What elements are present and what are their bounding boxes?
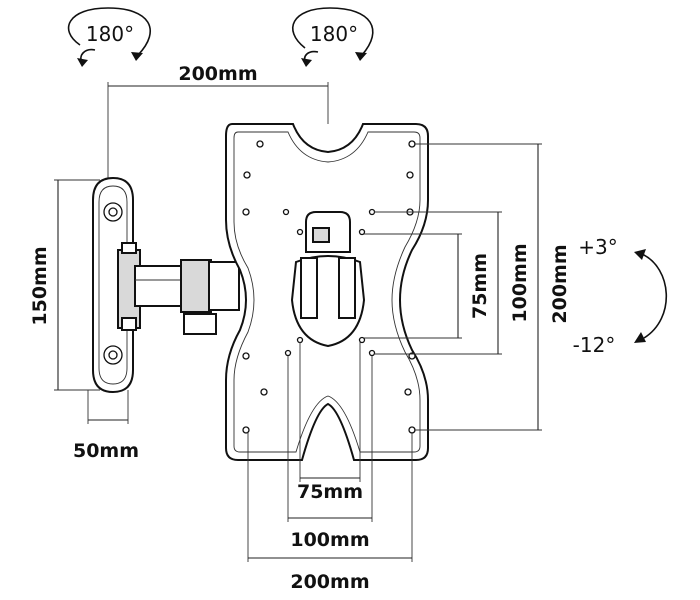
swivel-angle-left: 180° <box>86 22 134 46</box>
vesa-horizontal-100-dimension: 100mm <box>287 356 373 551</box>
tilt-down-angle: -12° <box>573 333 616 357</box>
vesa-vertical-100-dimension: 100mm <box>374 211 531 355</box>
vesa-horizontal-200-dimension: 200mm <box>247 432 413 593</box>
swivel-indicator-left: 180° <box>67 7 151 67</box>
arm-extension-dimension: 200mm <box>107 63 329 182</box>
vesa-vertical-100-label: 100mm <box>509 243 531 322</box>
vesa-plate <box>225 123 429 461</box>
vesa-vertical-200-label: 200mm <box>549 244 571 323</box>
vesa-horizontal-75-label: 75mm <box>297 481 363 503</box>
swivel-arm <box>117 242 240 335</box>
wall-plate-height-label: 150mm <box>29 246 51 325</box>
tilt-indicator: +3° -12° <box>573 235 668 357</box>
wall-plate-width-label: 50mm <box>73 440 139 462</box>
vesa-horizontal-200-label: 200mm <box>290 571 369 593</box>
vesa-horizontal-75-dimension: 75mm <box>297 342 363 503</box>
vesa-vertical-75-label: 75mm <box>469 253 491 319</box>
vesa-vertical-75-dimension: 75mm <box>364 233 491 339</box>
wall-plate-width-dimension: 50mm <box>73 390 139 462</box>
swivel-angle-right: 180° <box>310 22 358 46</box>
wall-plate <box>92 176 134 394</box>
arm-extension-label: 200mm <box>178 63 257 85</box>
wall-plate-height-dimension: 150mm <box>29 179 100 391</box>
vesa-horizontal-100-label: 100mm <box>290 529 369 551</box>
vesa-vertical-200-dimension: 200mm <box>414 143 571 431</box>
tilt-up-angle: +3° <box>578 235 617 259</box>
swivel-indicator-right: 180° <box>292 7 374 67</box>
